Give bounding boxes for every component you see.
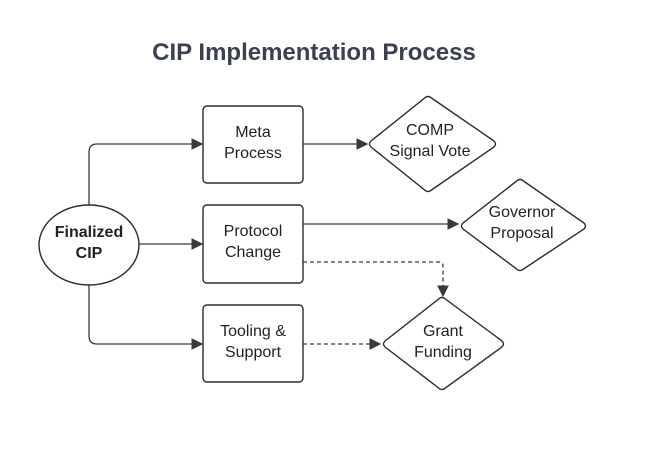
node-meta-line2: Process — [224, 145, 282, 162]
node-tooling-line1: Tooling & — [220, 323, 286, 340]
node-finalized-line1: Finalized — [55, 224, 123, 241]
edge-protocol-to-grant — [303, 261, 449, 298]
node-meta-line1: Meta — [235, 124, 271, 141]
node-finalized-line2: CIP — [76, 245, 103, 262]
node-grant-line1: Grant — [423, 323, 464, 340]
node-comp-signal-vote: COMP Signal Vote — [368, 95, 497, 193]
node-protocol-line2: Change — [225, 244, 281, 261]
node-governor-line2: Proposal — [490, 225, 553, 242]
node-grant-funding: Grant Funding — [382, 296, 505, 391]
node-governor-proposal: Governor Proposal — [460, 178, 587, 272]
node-protocol-line1: Protocol — [224, 223, 283, 240]
node-comp-line2: Signal Vote — [390, 143, 471, 160]
edge-finalized-to-meta — [88, 138, 204, 206]
node-grant-line2: Funding — [414, 344, 472, 361]
diagram-title: CIP Implementation Process — [152, 39, 476, 66]
node-comp-line1: COMP — [406, 122, 454, 139]
node-tooling-line2: Support — [225, 344, 282, 361]
node-tooling-support: Tooling & Support — [202, 304, 304, 383]
edge-finalized-to-tooling — [88, 284, 204, 350]
node-meta-process: Meta Process — [202, 105, 304, 184]
node-governor-line1: Governor — [489, 204, 556, 221]
node-protocol-change: Protocol Change — [202, 204, 304, 284]
node-finalized-cip: Finalized CIP — [38, 204, 140, 286]
